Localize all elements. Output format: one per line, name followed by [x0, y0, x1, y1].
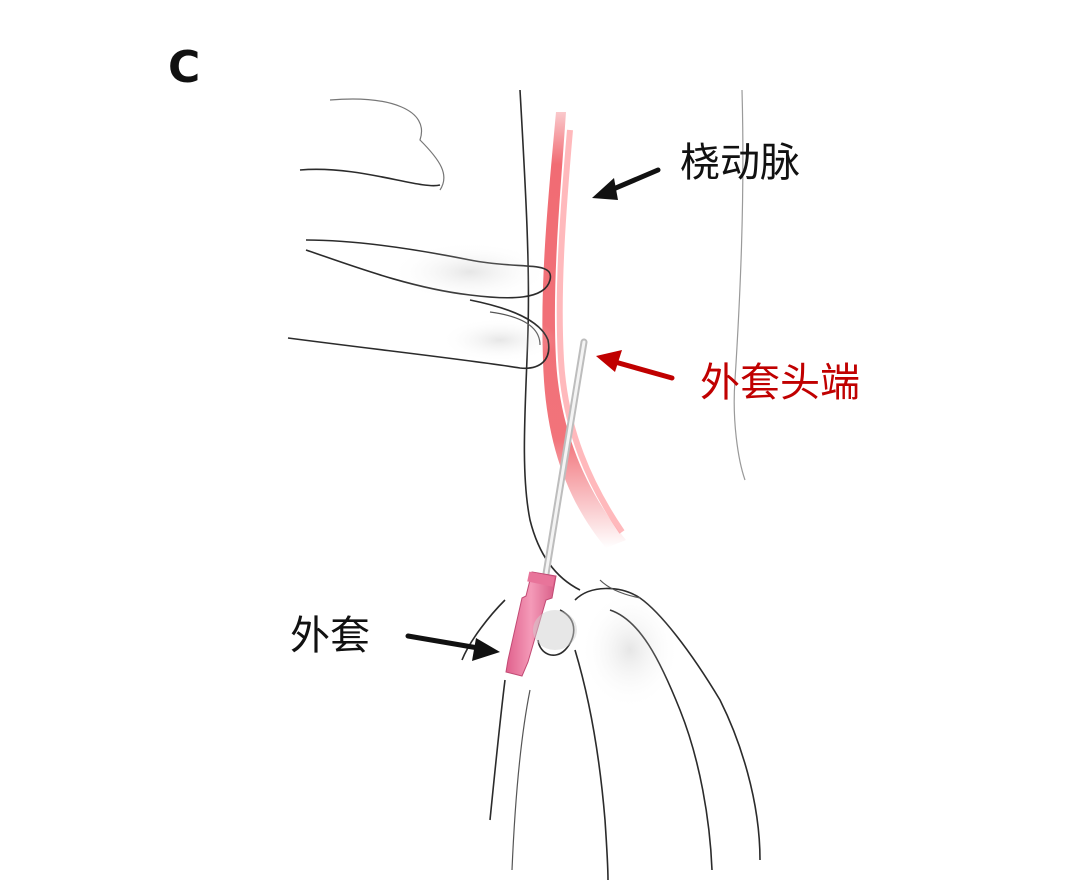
hand-shading	[580, 590, 680, 710]
radial-artery-highlight	[556, 129, 625, 534]
sheath-hub	[505, 571, 557, 677]
arrow-radial-artery	[592, 167, 661, 200]
arrow-sheath-tip	[596, 350, 675, 381]
panel-letter: C	[168, 42, 201, 93]
radial-artery-label: 桡动脉	[680, 140, 800, 186]
thumb-shading	[533, 610, 577, 650]
sheath-label: 外套	[290, 613, 370, 659]
radial-artery	[542, 112, 626, 548]
forearm-outline	[519, 89, 746, 591]
arrow-sheath	[405, 633, 500, 661]
sheath-tip-label: 外套头端	[700, 360, 860, 406]
finger-shading	[390, 242, 550, 302]
catheter	[541, 338, 588, 584]
finger-shading-2	[440, 318, 560, 362]
